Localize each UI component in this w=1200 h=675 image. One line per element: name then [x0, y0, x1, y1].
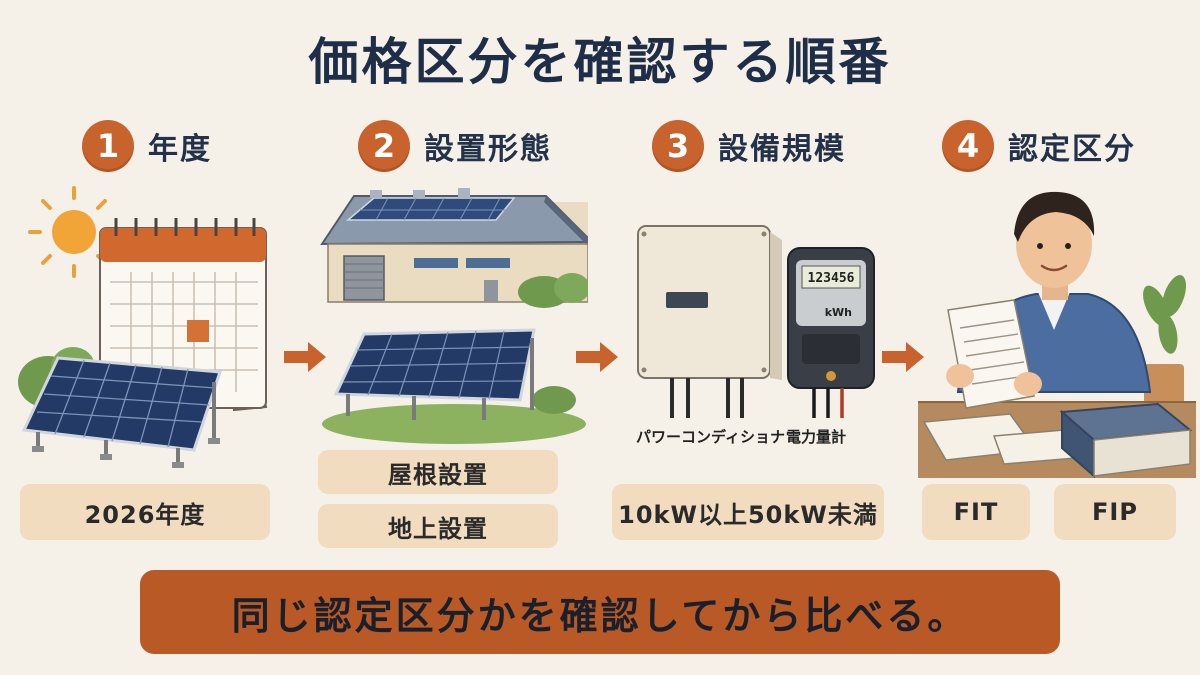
step-1-header: 1 年度 [82, 118, 212, 174]
document-icon [946, 299, 1042, 409]
power-conditioner-label: パワーコンディショナ [636, 428, 785, 446]
arrow-right-icon-1 [284, 342, 326, 372]
step-2-label: 設置形態 [424, 132, 552, 167]
step-2-header: 2 設置形態 [358, 118, 552, 174]
power-conditioner-icon [637, 225, 782, 418]
option-fiscal-year: 2026年度 [20, 484, 270, 540]
option-ground-installation: 地上設置 [318, 504, 558, 548]
page-title: 価格区分を確認する順番 [308, 33, 892, 91]
meter-reading: 123456 [808, 271, 855, 286]
option-roof-installation: 屋根設置 [318, 450, 558, 494]
binder-icon [1059, 402, 1193, 478]
step-2-number: 2 [358, 120, 410, 172]
arrow-right-icon-2 [576, 342, 618, 372]
meter-unit: kWh [825, 306, 852, 319]
solar-panel-icon [21, 356, 223, 468]
step-1-label: 年度 [148, 132, 212, 167]
meter-label: 電力量計 [786, 428, 847, 446]
electricity-meter-icon: 123456 kWh [787, 247, 875, 418]
summary-banner: 同じ認定区分かを確認してから比べる。 [140, 570, 1060, 654]
step-4-number: 4 [942, 120, 994, 172]
option-capacity-range: 10kW以上50kW未満 [612, 484, 884, 540]
step-4-label: 認定区分 [1008, 132, 1136, 167]
option-fip: FIP [1054, 484, 1176, 540]
warehouse-icon [320, 188, 588, 308]
step-4-header: 4 認定区分 [942, 118, 1136, 174]
step-1-number: 1 [82, 120, 134, 172]
step-3-number: 3 [652, 120, 704, 172]
option-fit: FIT [922, 484, 1030, 540]
arrow-right-icon-3 [882, 342, 924, 372]
ground-solar-array-icon [322, 328, 586, 444]
equipment-illustration: 123456 kWh [637, 225, 875, 418]
calendar-solar-illustration [18, 186, 268, 468]
installation-illustration [320, 188, 588, 444]
papers-icon [922, 413, 1078, 465]
step-3-label: 設備規模 [718, 132, 846, 167]
person-reading-illustration [918, 191, 1196, 478]
step-3-header: 3 設備規模 [652, 118, 846, 174]
calendar-icon [99, 218, 268, 412]
plant-icon [1143, 275, 1187, 404]
